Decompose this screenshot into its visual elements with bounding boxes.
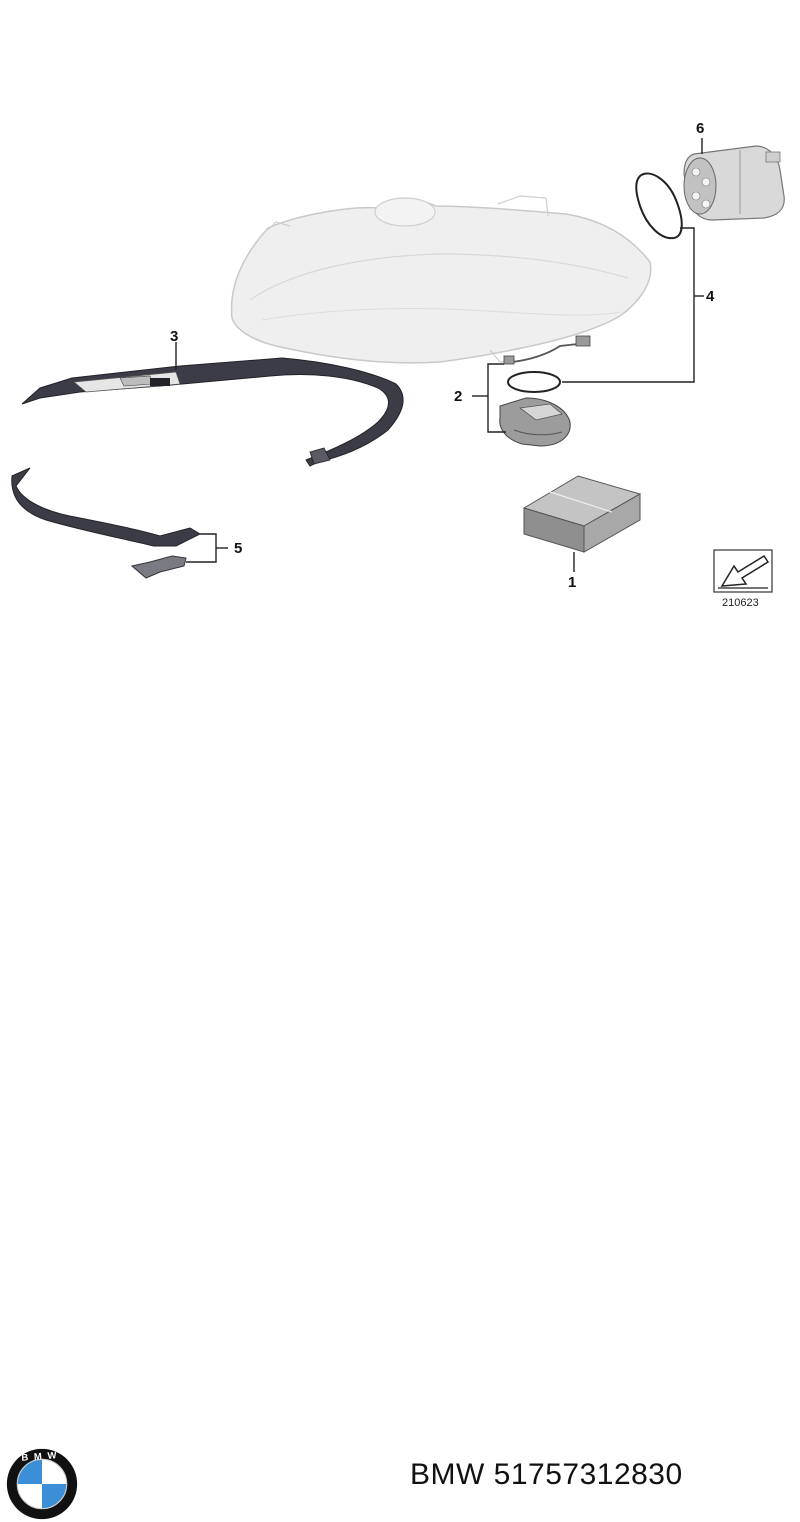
callout-4: 4 xyxy=(706,288,715,305)
part-2-bulb-socket xyxy=(499,397,571,447)
caption-bar: BMW BMW 51757312830 xyxy=(0,718,800,1520)
headlight-housing xyxy=(230,195,652,364)
part-4-gasket xyxy=(635,172,683,240)
part-3-trim-strip xyxy=(21,357,404,467)
drawing-reference-symbol: 210623 xyxy=(713,549,773,609)
callout-3: 3 xyxy=(170,328,178,345)
callout-1: 1 xyxy=(568,574,576,591)
exploded-parts-diagram: 1 2 3 4 5 6 210623 xyxy=(11,120,785,609)
callout-2: 2 xyxy=(454,388,462,405)
leader-lines xyxy=(175,138,704,572)
part-6-led-module xyxy=(683,145,785,221)
part-2-wiring xyxy=(503,335,591,393)
bmw-logo-icon: BMW xyxy=(6,1448,78,1520)
callout-5: 5 xyxy=(234,540,242,557)
drawing-number: 210623 xyxy=(722,597,759,609)
part-5-lower-trim xyxy=(11,467,202,579)
part-caption: BMW 51757312830 xyxy=(410,1458,683,1491)
part-1-repair-kit-box xyxy=(522,475,642,553)
callout-6: 6 xyxy=(696,120,704,137)
